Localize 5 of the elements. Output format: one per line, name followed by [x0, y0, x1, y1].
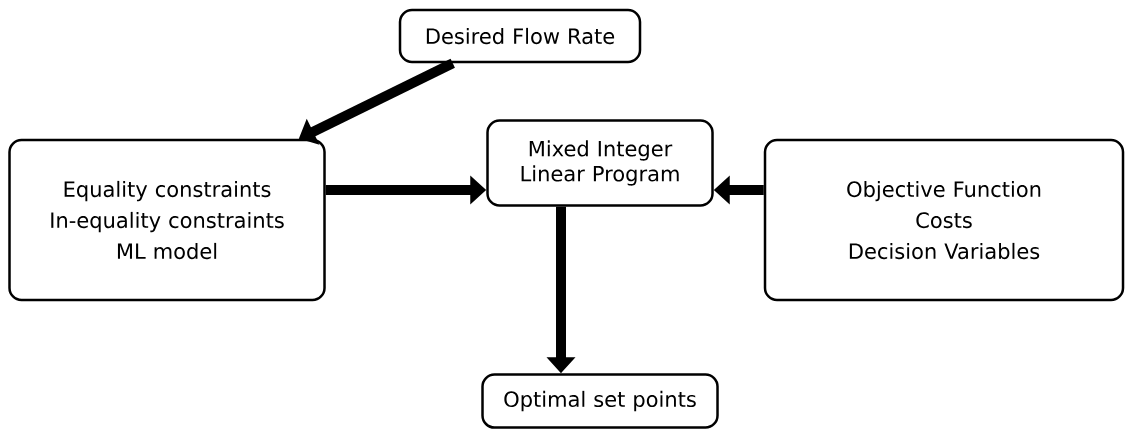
process-box: Mixed Integer Linear Program — [486, 119, 714, 207]
process-box: Desired Flow Rate — [398, 8, 642, 64]
process-box: Equality constraints In-equality constraints ML model — [8, 138, 326, 302]
process-box: Optimal set points — [481, 373, 719, 429]
process-box: Objective Function Costs Decision Variables — [763, 138, 1125, 302]
